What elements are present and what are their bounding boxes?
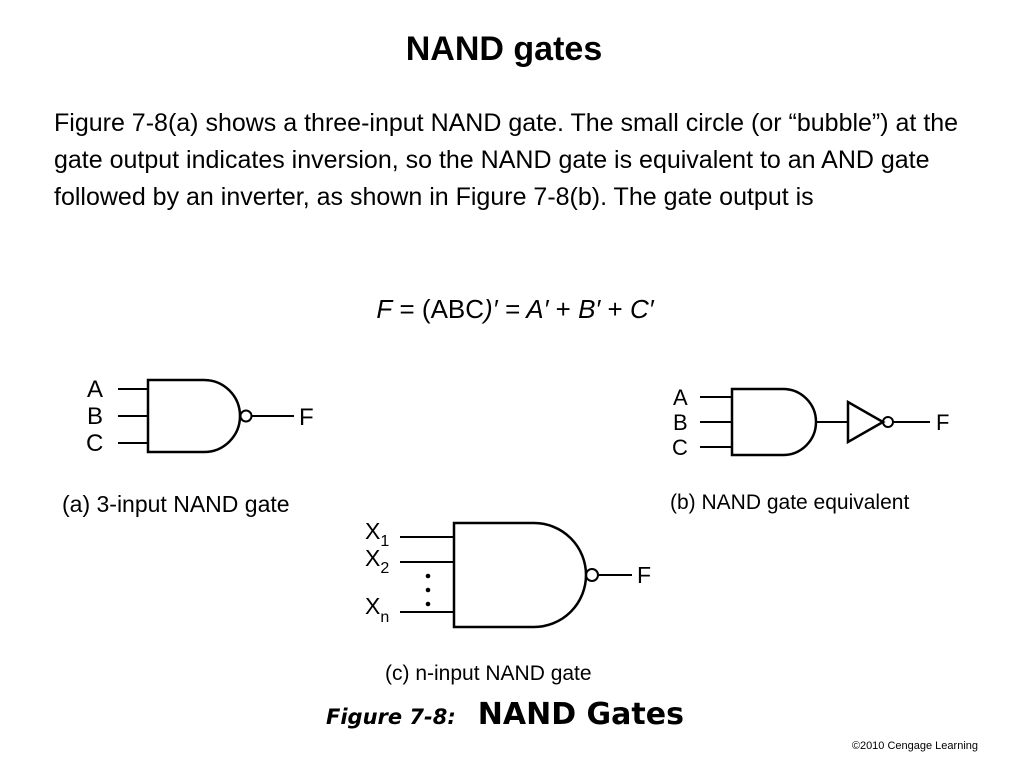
label-f: F [299,404,314,431]
diagram-c [400,521,632,629]
formula-b-prime: B′ [578,294,601,324]
label-x1: X1 [365,518,389,550]
diagram-b [700,387,930,457]
ellipsis-dots [425,573,431,607]
formula-abc: ABC [430,294,485,324]
and-gate-body [146,378,242,454]
label-a: A [673,385,688,410]
diagram-a [118,378,294,454]
formula-a-prime: A′ [526,294,549,324]
and-gate-body [452,521,588,629]
inverter-triangle [846,399,886,445]
label-f: F [936,410,949,435]
formula-plus-1: + [548,294,579,324]
nand-formula: F = (ABC)′ = A′ + B′ + C′ [0,294,1024,325]
label-a: A [87,376,103,403]
nand-gate-diagrams: A B C F (a) 3-input NAND gate A B C F (b… [62,376,949,685]
inversion-bubble [239,409,253,423]
copyright-notice: ©2010 Cengage Learning [851,740,978,752]
caption-c: (c) n-input NAND gate [385,662,592,685]
label-xn-sub: n [380,609,389,626]
inversion-bubble [585,568,599,582]
caption-a: (a) 3-input NAND gate [62,491,290,517]
label-x2: X2 [365,545,389,577]
dot-2 [425,587,431,593]
label-b: B [87,403,103,430]
formula-prime-eq: )′ = [484,294,527,324]
dot-1 [425,573,431,579]
body-paragraph: Figure 7-8(a) shows a three-input NAND g… [54,109,959,211]
figure-caption: Figure 7-8: NAND Gates [0,697,1010,732]
label-xn-main: X [365,593,380,619]
caption-b: (b) NAND gate equivalent [670,491,909,514]
dot-3 [425,601,431,607]
label-x1-sub: 1 [380,533,389,550]
figure-label: Figure 7-8: [326,705,456,729]
slide-title: NAND gates [405,30,603,68]
formula-f: F [376,294,393,324]
label-b: B [673,410,688,435]
formula-plus-2: + [600,294,630,324]
label-xn: Xn [365,593,389,626]
label-x2-main: X [365,545,380,571]
figure-title: NAND Gates [477,697,684,732]
and-gate-body [730,387,818,457]
label-c: C [86,430,103,457]
label-x2-sub: 2 [380,560,389,577]
formula-eq1: = ( [392,294,431,324]
label-c: C [672,435,688,460]
label-f: F [637,562,651,588]
formula-c-prime: C′ [629,294,654,324]
label-x1-main: X [365,518,380,544]
